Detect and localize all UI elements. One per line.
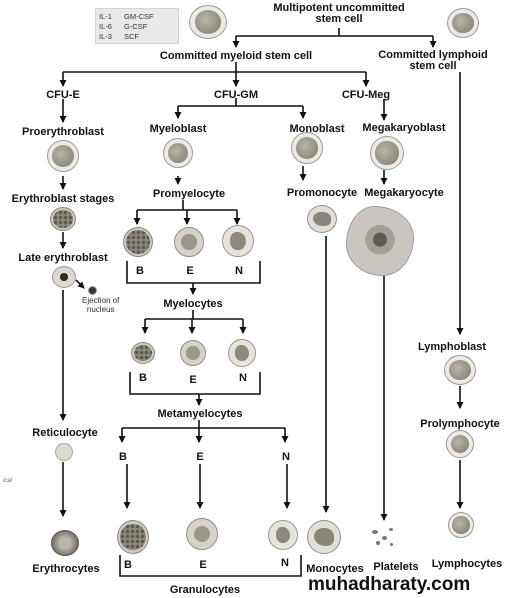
cytokine-factor-1: GM-CSF — [124, 12, 154, 21]
neutrophil-image — [268, 520, 298, 550]
monocytes-label: Monocytes — [306, 563, 364, 575]
promyelocyte-b-label: B — [136, 265, 144, 277]
reticulocyte-image — [55, 443, 73, 461]
watermark-logo: muhadharaty.com — [308, 574, 471, 595]
myeloid-stem-cell-label: Committed myeloid stem cell — [159, 50, 313, 62]
myelocyte-b-label: B — [139, 372, 147, 384]
erythrocyte-image — [51, 530, 79, 556]
lymphoblast-image — [444, 355, 476, 385]
lymphocyte-image — [448, 512, 474, 538]
metamyelocyte-n-label: N — [282, 451, 290, 463]
footnote-text: ical — [3, 478, 13, 484]
cytokine-factor-3: SCF — [124, 32, 139, 41]
eosinophilic-promyelocyte-image — [174, 227, 204, 257]
promyelocyte-label: Promyelocyte — [152, 188, 226, 200]
lymphoid-stem-cell-image — [447, 8, 479, 38]
lymphoblast-label: Lymphoblast — [417, 341, 487, 353]
platelets-label: Platelets — [373, 561, 419, 573]
myelocytes-label: Myelocytes — [163, 298, 223, 310]
ejection-of-nucleus-label: Ejection of nucleus — [82, 296, 120, 314]
monocyte-image — [307, 520, 341, 554]
lymphocytes-label: Lymphocytes — [431, 558, 503, 570]
multipotent-label-text: Multipotent uncommitted stem cell — [273, 2, 405, 25]
late-erythroblast-label: Late erythroblast — [18, 252, 108, 264]
erythroblast-image — [50, 207, 76, 231]
cfu-meg-label: CFU-Meg — [341, 89, 391, 101]
cytokine-code-1: IL-1 — [99, 12, 112, 21]
eosinophilic-myelocyte-image — [180, 340, 206, 366]
proerythroblast-image — [47, 140, 79, 172]
cytokine-box: IL-1 GM-CSF IL-6 G-CSF IL-3 SCF — [95, 8, 179, 44]
cfu-e-label: CFU-E — [46, 89, 80, 101]
megakaryoblast-image — [370, 136, 404, 170]
basophilic-promyelocyte-image — [123, 227, 153, 257]
promyelocyte-e-label: E — [186, 265, 194, 277]
granulocyte-e-label: E — [199, 559, 207, 571]
promonocyte-label: Promonocyte — [286, 187, 358, 199]
granulocyte-n-label: N — [281, 557, 289, 569]
neutrophilic-promyelocyte-image — [222, 225, 254, 257]
megakaryoblast-label: Megakaryoblast — [362, 122, 446, 134]
lymphoid-label-text: Committed lymphoid stem cell — [378, 49, 488, 72]
proerythroblast-label: Proerythroblast — [22, 126, 104, 138]
lymphoid-stem-cell-label: Committed lymphoid stem cell — [378, 50, 487, 72]
platelet-image — [372, 530, 378, 534]
granulocytes-label: Granulocytes — [169, 584, 241, 596]
cytokine-code-2: IL-6 — [99, 22, 112, 31]
metamyelocyte-b-label: B — [119, 451, 127, 463]
ejected-nucleus-image — [88, 286, 97, 295]
platelet-image — [382, 536, 387, 540]
promonocyte-image — [307, 205, 337, 233]
multipotent-stem-cell-label: Multipotent uncommitted stem cell — [273, 3, 404, 25]
basophil-image — [117, 520, 149, 554]
erythroblast-stages-label: Erythroblast stages — [11, 193, 115, 205]
metamyelocytes-label: Metamyelocytes — [157, 408, 243, 420]
basophilic-myelocyte-image — [131, 342, 155, 364]
granulocyte-b-label: B — [124, 559, 132, 571]
megakaryocyte-image — [346, 206, 414, 276]
monoblast-label: Monoblast — [289, 123, 345, 135]
platelet-image — [389, 528, 393, 531]
myelocyte-e-label: E — [189, 374, 197, 386]
erythrocytes-label: Erythrocytes — [32, 563, 100, 575]
prolymphocyte-label: Prolymphocyte — [420, 418, 500, 430]
neutrophilic-myelocyte-image — [228, 339, 256, 367]
cytokine-factor-2: G-CSF — [124, 22, 148, 31]
platelet-image — [390, 543, 393, 546]
myelocyte-n-label: N — [239, 372, 247, 384]
reticulocyte-label: Reticulocyte — [32, 427, 98, 439]
cytokine-code-3: IL-3 — [99, 32, 112, 41]
megakaryocyte-label: Megakaryocyte — [364, 187, 444, 199]
late-erythroblast-image — [52, 266, 76, 288]
eosinophil-image — [186, 518, 218, 550]
platelet-image — [376, 541, 380, 545]
myeloblast-image — [163, 138, 193, 168]
prolymphocyte-image — [446, 430, 474, 458]
multipotent-stem-cell-image — [189, 5, 227, 39]
myeloblast-label: Myeloblast — [149, 123, 207, 135]
promyelocyte-n-label: N — [235, 265, 243, 277]
metamyelocyte-e-label: E — [196, 451, 204, 463]
cfu-gm-label: CFU-GM — [214, 89, 258, 101]
monoblast-image — [291, 132, 323, 164]
